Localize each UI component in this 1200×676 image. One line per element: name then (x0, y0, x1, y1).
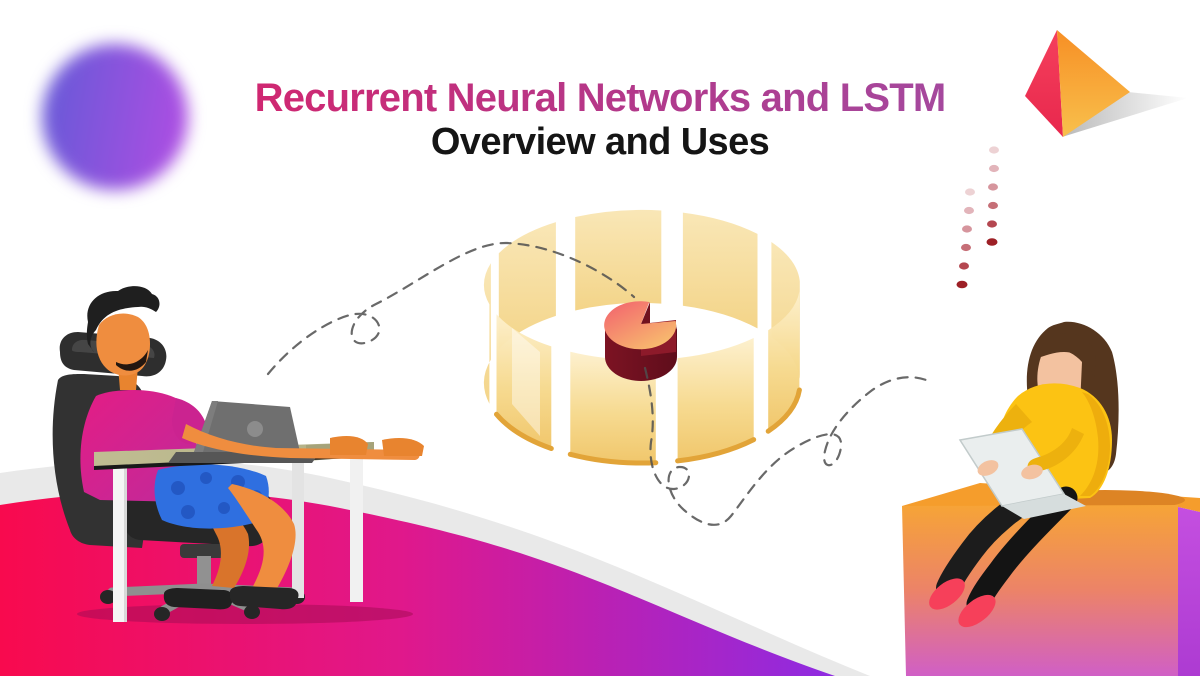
woman-laptop (958, 428, 1086, 519)
woman-shoe (929, 578, 965, 610)
woman-leg (966, 486, 1078, 616)
laptop-base (1002, 494, 1086, 519)
woman-hand (977, 460, 999, 476)
man-beard (116, 350, 148, 371)
pyramid-decoration (1025, 30, 1188, 137)
pyramid-right-face (1057, 30, 1130, 137)
carousel-panel-back (575, 209, 662, 311)
right-scene (902, 321, 1200, 676)
left-scene (0, 286, 870, 676)
page-subtitle: Overview and Uses (430, 120, 770, 163)
man-arm (182, 424, 424, 460)
blurred-circle-decoration (42, 44, 188, 190)
page-title: Recurrent Neural Networks and LSTM (0, 76, 1200, 121)
dot-columns-decoration (956, 146, 999, 289)
pie-chart-3d (604, 301, 677, 381)
desk-leg (113, 464, 127, 622)
dashed-curve-right (643, 366, 933, 526)
man-face (96, 313, 150, 376)
carousel-panel-front (677, 338, 754, 461)
pyramid-shadow (1062, 92, 1188, 137)
dashed-curve-left (266, 241, 636, 376)
pyramid-left-face (1025, 30, 1063, 137)
woman-shoe (958, 594, 996, 628)
dashed-connectors (266, 241, 933, 526)
title-block: Recurrent Neural Networks and LSTM Overv… (0, 76, 1200, 163)
desk-leg (350, 456, 363, 602)
man-figure (80, 286, 299, 610)
desk-leg (292, 460, 304, 598)
man-near-sandal (229, 586, 299, 610)
laptop-logo (247, 421, 263, 437)
man-near-leg (228, 484, 296, 590)
carousel-gloss (512, 328, 540, 436)
carousel-panel-back (484, 263, 491, 404)
woman-hand (1021, 464, 1043, 480)
man-hand (382, 438, 424, 456)
block-side-face (1178, 507, 1200, 676)
chair-post (197, 556, 211, 590)
man-hand (330, 436, 368, 455)
carousel-panel-lips (494, 387, 802, 466)
carousel-panel-back (498, 222, 556, 350)
pie-top (604, 301, 677, 350)
carousel-panel-back (682, 212, 758, 329)
carousel-panel-front (496, 314, 552, 449)
woman-figure (929, 321, 1119, 628)
carousel-ring (484, 209, 802, 466)
carousel-panel-front (768, 291, 800, 432)
man-hair (86, 286, 160, 352)
woman-right-arm (1027, 428, 1084, 473)
man-far-sandal (163, 588, 234, 610)
woman-fringe (1038, 333, 1096, 378)
